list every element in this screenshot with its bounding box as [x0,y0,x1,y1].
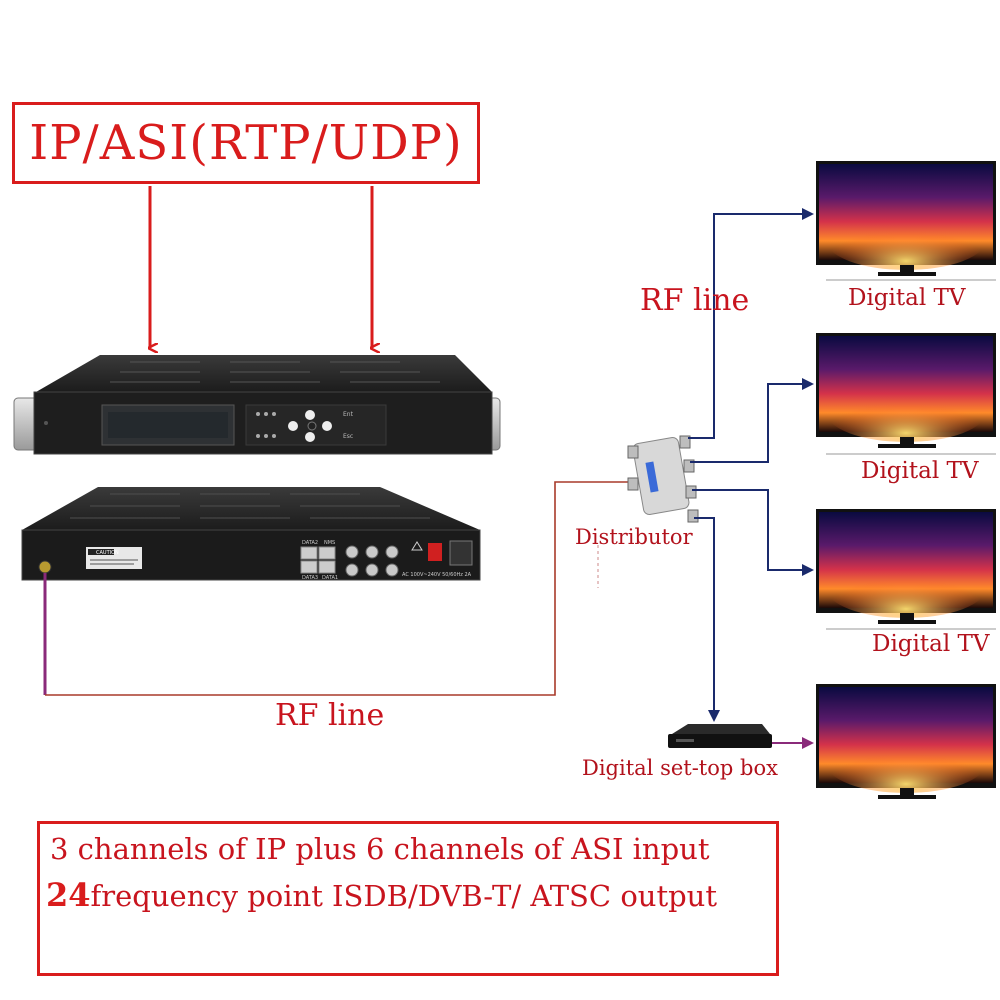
rf-line-tv1 [688,208,814,439]
data1-label: DATA1 [322,575,338,581]
title-box: IP/ASI(RTP/UDP) [12,102,480,184]
ent-label: Ent [343,411,354,418]
tv-label-3: Digital TV [872,631,990,657]
tv-label-2: Digital TV [861,458,979,484]
tv-label-1: Digital TV [848,285,966,311]
tv-3 [816,509,996,630]
nms-label: NMS [324,540,335,546]
caution-label: CAUTION [96,550,119,556]
rf-line-stb [694,517,720,722]
data3-label: DATA3 [302,575,318,581]
rf-line-main [45,481,630,696]
rf-line-tv3 [692,489,814,576]
description-line-1: 3 channels of IP plus 6 channels of ASI … [50,832,710,866]
tv-4 [816,684,996,799]
rf-line-bottom-label: RF line [275,698,385,733]
power-label: AC 100V~240V 50/60Hz 2A [402,572,472,578]
device-front: Ent Esc [13,355,501,455]
rf-line-tv2 [690,378,814,463]
device-back: CAUTION DATA2 NMS DATA3 DATA1 AC 100V~24… [21,487,481,581]
distributor-label: Distributor [575,525,693,549]
data2-label: DATA2 [302,540,318,546]
title-text: IP/ASI(RTP/UDP) [29,115,463,171]
description-box: 3 channels of IP plus 6 channels of ASI … [37,821,779,976]
tv-2 [816,333,996,455]
set-top-box-label: Digital set-top box [582,756,778,780]
description-line-2-text: frequency point ISDB/DVB-T/ ATSC output [90,879,718,913]
set-top-box [668,724,772,748]
distributor-device [627,435,699,523]
rf-line-top-label: RF line [640,283,750,318]
description-line-2: 24frequency point ISDB/DVB-T/ ATSC outpu… [46,876,717,914]
tv-1 [816,161,996,281]
esc-label: Esc [343,433,353,440]
frequency-count: 24 [46,876,91,914]
